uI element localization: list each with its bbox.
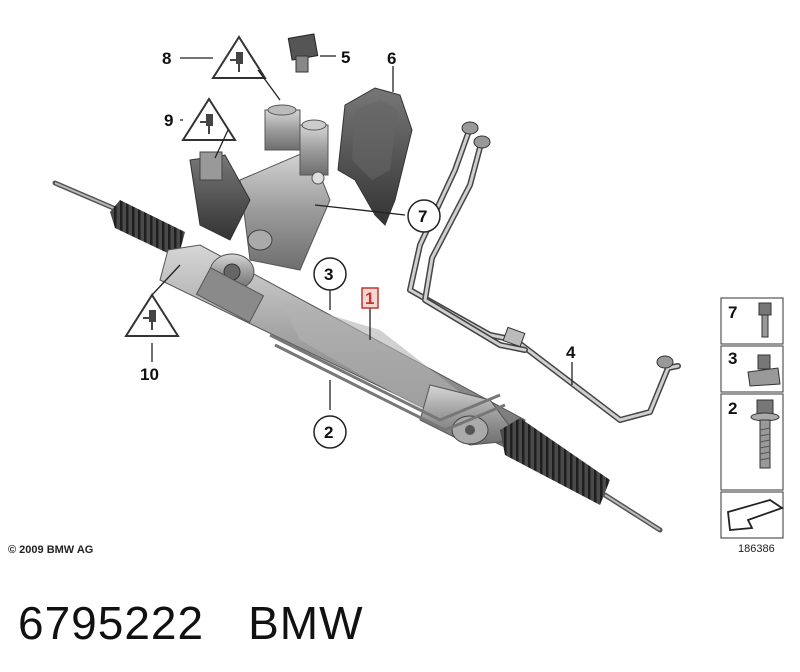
warning-plug-icon [181,97,237,141]
part-6-heat-shield [337,87,413,226]
callout-1: 1 [365,289,374,308]
callout-5: 5 [341,48,350,67]
rack-housing [159,244,526,453]
parts-diagram: 8 5 6 9 7 3 2 1 10 4 7 3 2 [8,33,784,556]
right-tie-rod [602,492,663,533]
diagram-number: 186386 [738,543,775,555]
warning-plug-icon [124,293,180,337]
callout-3-circle: 3 [313,257,347,291]
brand-name: BMW [248,597,364,649]
legend-label-7: 7 [728,303,737,322]
flat-arrow-icon [727,499,784,531]
part-5-connector [287,33,319,73]
clip-nut-icon [747,354,781,387]
callout-10: 10 [140,365,159,384]
legend-cell-7 [720,297,784,345]
callout-3: 3 [324,265,333,284]
left-bellows-boot [110,200,185,258]
callout-8: 8 [162,49,171,68]
legend-label-2: 2 [728,399,737,418]
hex-bolt-icon [750,399,780,469]
warning-plug-icon [211,35,267,79]
callout-4: 4 [566,343,576,362]
copyright: © 2009 BMW AG [8,544,93,556]
callout-6: 6 [387,49,396,68]
legend-label-3: 3 [728,349,737,368]
callout-7: 7 [418,207,427,226]
callout-2-circle: 2 [313,415,347,449]
fastener-legend: 7 3 2 [720,297,784,539]
caption: 6795222 BMW [18,588,364,658]
callout-9: 9 [164,111,173,130]
callout-2: 2 [324,423,333,442]
callout-7-circle: 7 [407,199,441,233]
part-number: 6795222 [18,597,205,649]
callout-1-box: 1 [361,287,379,309]
right-bellows-boot [500,418,610,505]
valve-housing [189,104,331,271]
leader-lines [151,55,573,410]
rack-pipes [269,333,506,432]
left-tie-rod [52,180,121,213]
part-4-pressure-line [407,121,681,423]
bolt-icon [758,302,772,338]
